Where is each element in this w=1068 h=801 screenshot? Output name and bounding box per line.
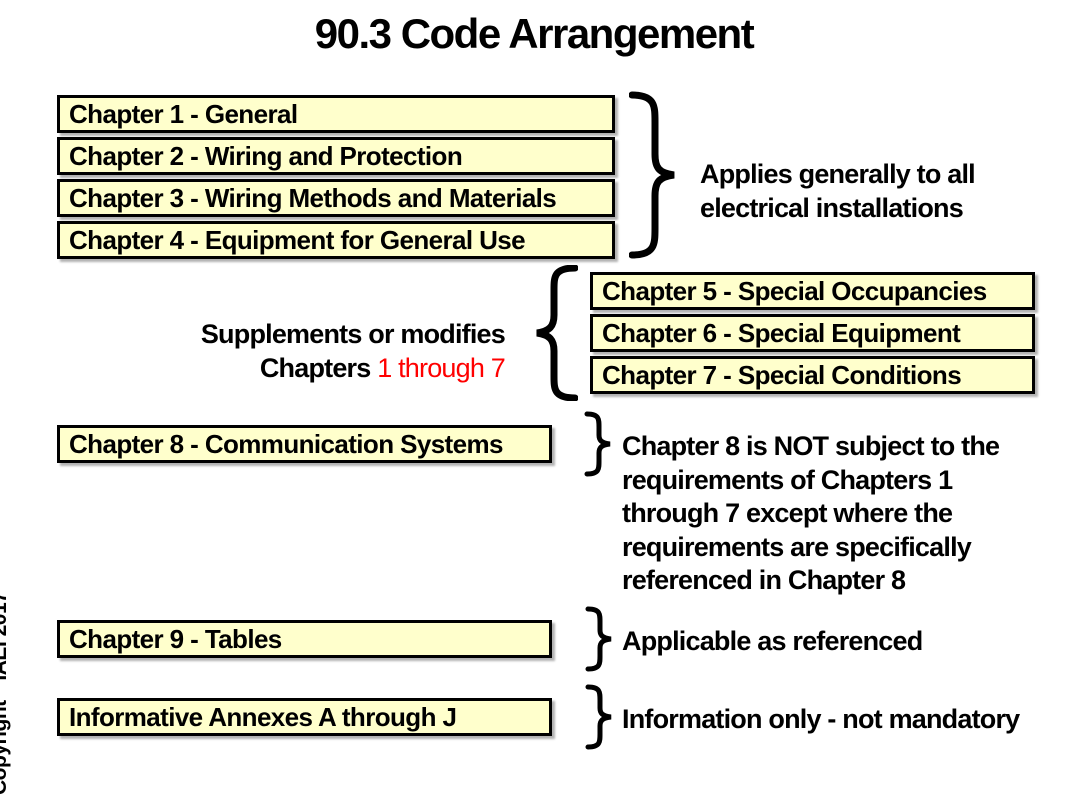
chapter-5-box: Chapter 5 - Special Occupancies bbox=[590, 272, 1035, 310]
general-note-line-1: Applies generally to all bbox=[700, 159, 976, 189]
chapter-7-box: Chapter 7 - Special Conditions bbox=[590, 356, 1035, 394]
page-title: 90.3 Code Arrangement bbox=[314, 10, 755, 57]
special-label: Supplements or modifies Chapters 1 throu… bbox=[150, 317, 506, 385]
general-note-line-2: electrical installations bbox=[700, 193, 964, 223]
special-label-range: 1 through 7 bbox=[377, 353, 506, 383]
chapter-8-note: Chapter 8 is NOT subject to the requirem… bbox=[622, 430, 1000, 598]
chapter-8-note-line-5: referenced in Chapter 8 bbox=[622, 565, 906, 595]
special-brace-left-icon bbox=[536, 265, 578, 401]
chapter-9-note: Applicable as referenced bbox=[622, 626, 923, 656]
copyright-symbol: © bbox=[0, 686, 1, 695]
general-brace-right-icon bbox=[629, 91, 675, 259]
chapter-4-box: Chapter 4 - Equipment for General Use bbox=[57, 221, 615, 259]
general-note: Applies generally to all electrical inst… bbox=[700, 157, 976, 225]
chapter-8-box: Chapter 8 - Communication Systems bbox=[57, 425, 552, 463]
chapter-8-note-line-1: Chapter 8 is NOT subject to the bbox=[622, 431, 1000, 461]
chapter-9-box: Chapter 9 - Tables bbox=[57, 620, 552, 658]
chapter-1-box: Chapter 1 - General bbox=[57, 95, 615, 133]
copyright-word: Copyright bbox=[0, 700, 11, 795]
chapter-8-brace-right-icon bbox=[584, 411, 611, 477]
chapter-9-brace-right-icon bbox=[585, 606, 612, 672]
copyright-owner: IAEI 2017 bbox=[0, 591, 11, 681]
annexes-note: Information only - not mandatory bbox=[622, 704, 1020, 734]
special-label-line-2: Chapters 1 through 7 bbox=[150, 351, 506, 385]
chapter-8-note-line-3: through 7 except where the bbox=[622, 498, 953, 528]
chapter-8-note-line-2: requirements of Chapters 1 bbox=[622, 464, 953, 495]
chapter-2-box: Chapter 2 - Wiring and Protection bbox=[57, 137, 615, 175]
annexes-brace-right-icon bbox=[585, 684, 612, 750]
special-label-chapters: Chapters bbox=[259, 353, 371, 383]
special-label-line-1: Supplements or modifies bbox=[200, 319, 506, 349]
copyright-text: Copyright © IAEI 2017 bbox=[0, 592, 12, 795]
annexes-box: Informative Annexes A through J bbox=[57, 698, 552, 736]
chapter-6-box: Chapter 6 - Special Equipment bbox=[590, 314, 1035, 352]
chapter-3-box: Chapter 3 - Wiring Methods and Materials bbox=[57, 179, 615, 217]
chapter-8-note-line-4: requirements are specifically bbox=[622, 531, 972, 562]
